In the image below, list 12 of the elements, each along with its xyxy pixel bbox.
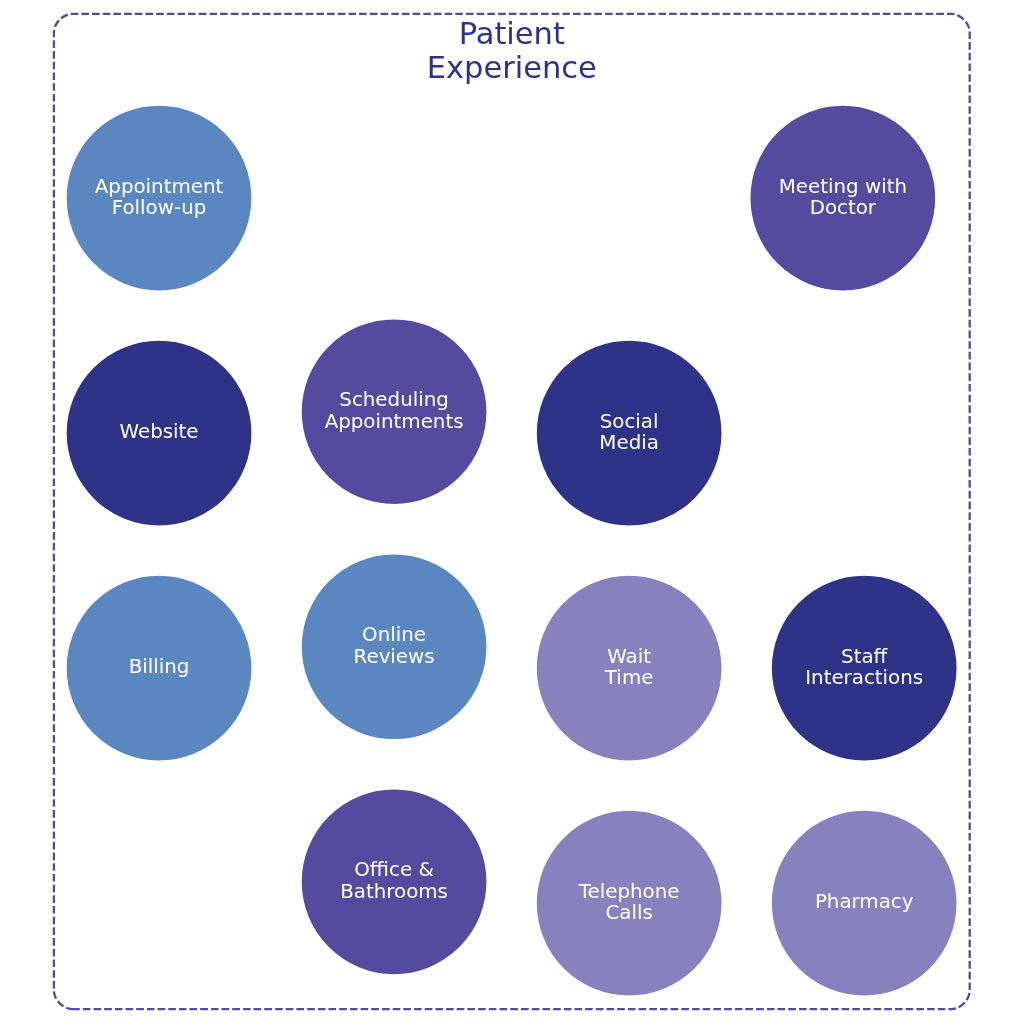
node-circle: Office & Bathrooms (300, 787, 488, 976)
node-circle: Staff Interactions (770, 574, 959, 762)
node-circle: Wait Time (535, 574, 723, 762)
node-circle: Social Media (535, 339, 723, 527)
node-circle: Scheduling Appointments (300, 317, 488, 506)
node-circle: Billing (65, 574, 253, 762)
node-circle: Pharmacy (770, 809, 959, 998)
node-circle: Meeting with Doctor (748, 104, 937, 292)
node-circle: Online Reviews (300, 552, 488, 741)
node-circle: Appointment Follow-up (65, 104, 253, 292)
node-circle: Telephone Calls (535, 809, 723, 998)
node-circle: Website (65, 339, 253, 527)
